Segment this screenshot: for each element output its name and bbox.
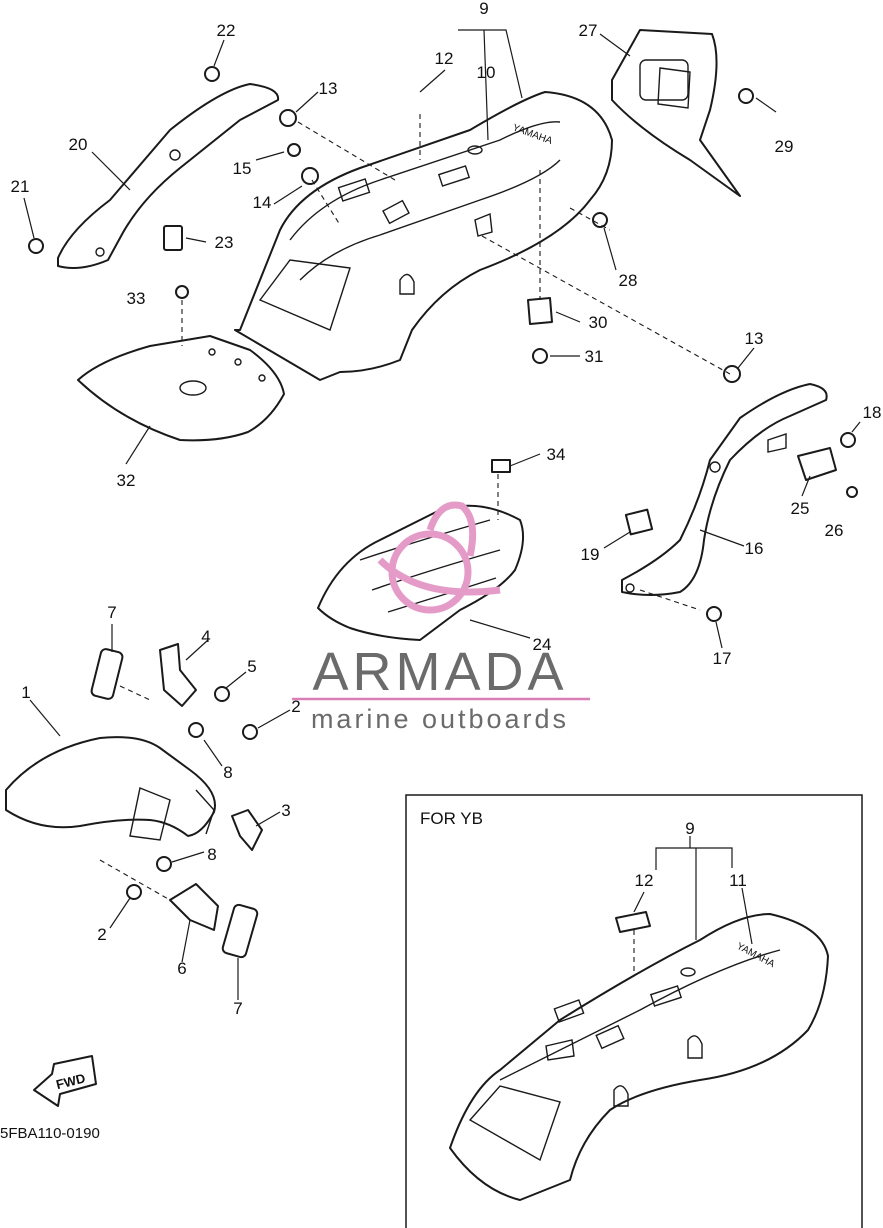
part-number-7-lower: 7 [233,999,242,1018]
armada-watermark: ARMADA marine outboards [292,501,590,734]
part-number-10: 10 [477,63,496,82]
part-number-32: 32 [117,471,136,490]
inset-part-number-12: 12 [635,871,654,890]
front-fender [5,736,216,841]
part-number-21: 21 [11,177,30,196]
part-number-26: 26 [825,521,844,540]
assembly-lines [99,114,731,901]
part-number-16: 16 [745,539,764,558]
part-number-22: 22 [217,21,236,40]
part-number-17: 17 [713,649,732,668]
part-number-2: 2 [291,697,300,716]
inset-for-yb: FOR YB YAMAHA 9 12 11 [405,794,863,1228]
inset-title: FOR YB [420,809,483,828]
part-numbers: 9 12 10 27 22 13 20 15 14 21 23 29 28 33… [11,0,882,1018]
mud-flap [77,335,285,442]
diagram-code: 5FBA110-0190 [0,1125,100,1142]
part-number-2-lower: 2 [97,925,106,944]
front-fender-stays [90,643,263,959]
inset-part-number-9: 9 [685,819,694,838]
part-number-18: 18 [863,403,882,422]
part-number-14: 14 [253,193,272,212]
tail-light-bracket [611,29,741,197]
inner-fender [317,504,525,641]
watermark-tagline: marine outboards [311,704,569,734]
armada-logo-icon [377,501,501,614]
part-number-3: 3 [281,801,290,820]
part-number-19: 19 [581,545,600,564]
part-number-27: 27 [579,21,598,40]
right-frame-arm [621,383,828,596]
part-number-4: 4 [201,627,210,646]
part-number-1: 1 [21,683,30,702]
part-number-5: 5 [247,657,256,676]
part-number-13: 13 [319,79,338,98]
part-number-8-lower: 8 [207,845,216,864]
part-number-24: 24 [533,635,552,654]
part-number-30: 30 [589,313,608,332]
inset-part-number-11: 11 [729,871,747,890]
part-number-9: 9 [479,0,488,18]
watermark-brand: ARMADA [312,642,567,702]
bracket-25 [767,433,837,481]
part-number-12: 12 [435,49,454,68]
part-number-6: 6 [177,959,186,978]
part-number-34: 34 [547,445,566,464]
part-number-20: 20 [69,135,88,154]
part-number-25: 25 [791,499,810,518]
part-number-7: 7 [107,603,116,622]
forward-arrow: FWD [33,1055,97,1107]
hardware [28,66,858,900]
leader-lines [23,29,861,1000]
part-number-28: 28 [619,271,638,290]
part-number-13-right: 13 [745,329,764,348]
part-number-15: 15 [233,159,252,178]
part-number-31: 31 [585,347,604,366]
part-number-29: 29 [775,137,794,156]
part-number-33: 33 [127,289,146,308]
part-number-8: 8 [223,763,232,782]
left-frame-arm [57,83,280,269]
part-number-23: 23 [215,233,234,252]
fwd-label: FWD [54,1070,86,1092]
rear-fender: YAMAHA [234,91,613,381]
